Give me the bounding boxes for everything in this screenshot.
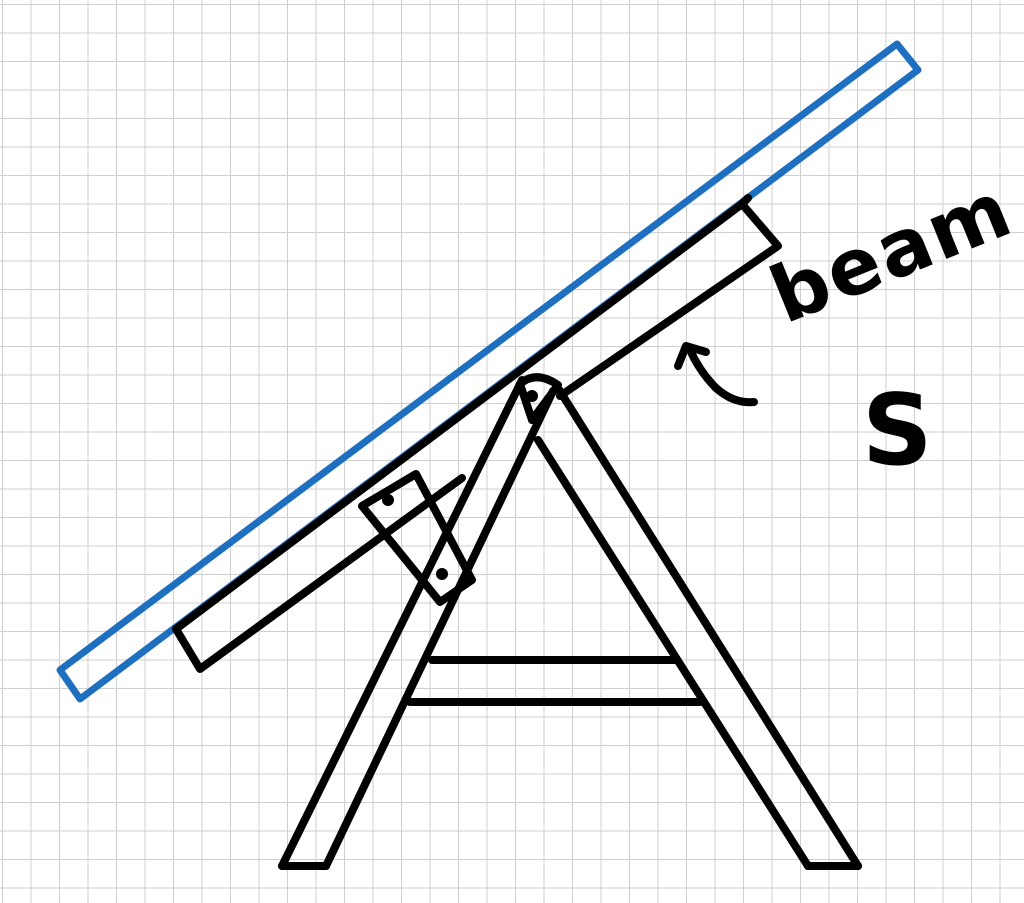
right-leg: [534, 384, 862, 870]
mounting-bracket: [358, 470, 476, 606]
left-leg: [278, 376, 557, 870]
blue-top-board: [56, 40, 922, 703]
cross-brace: [406, 656, 704, 706]
bolt-hole: [436, 568, 448, 580]
bolt-hole: [382, 494, 394, 506]
pivot-bolt: [526, 390, 538, 402]
beam-letter-label: S: [862, 374, 933, 488]
beam-board: [172, 194, 782, 673]
curved-arrow-icon: [674, 342, 758, 407]
